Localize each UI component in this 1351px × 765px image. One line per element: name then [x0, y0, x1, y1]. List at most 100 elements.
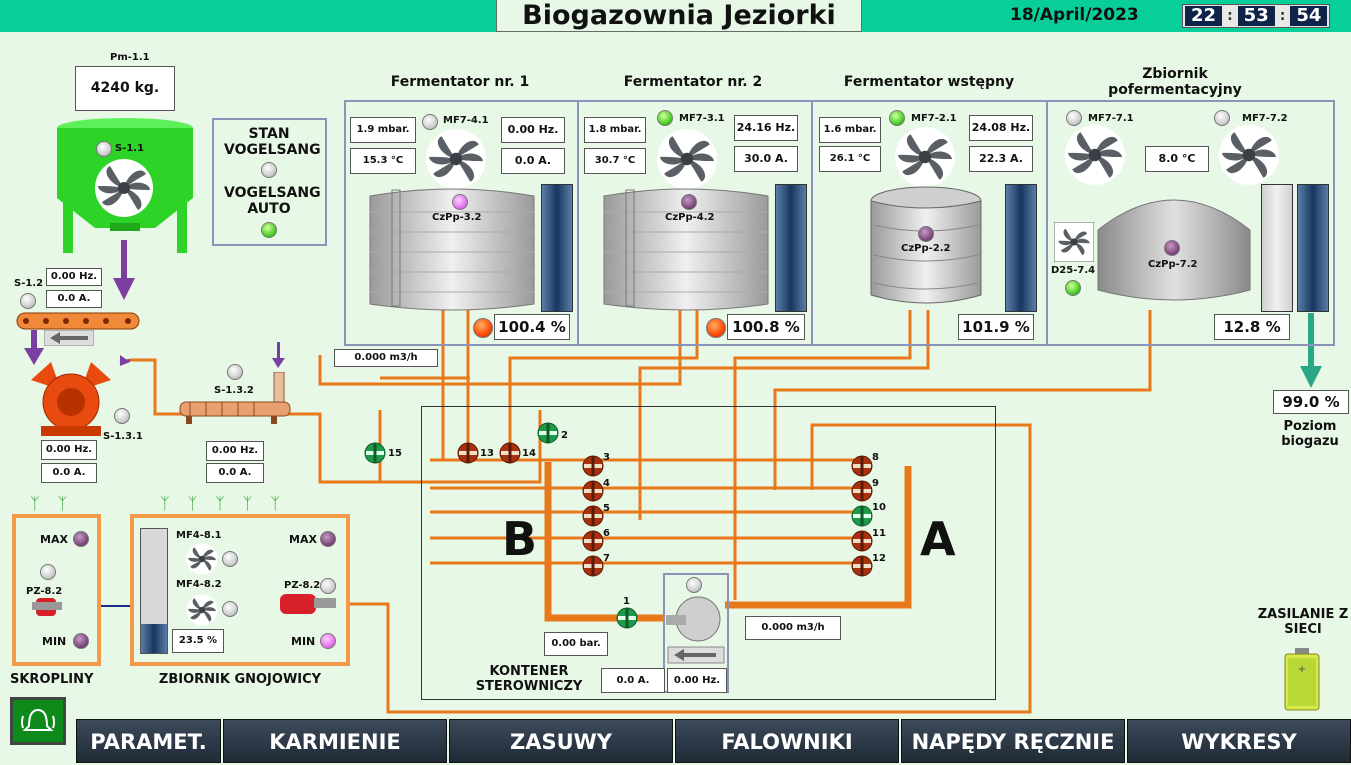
f3-fan-label: MF7-2.1 [911, 113, 957, 124]
fermenter1-title: Fermentator nr. 1 [390, 74, 530, 90]
f2-fan-icon[interactable] [656, 128, 718, 190]
valve-1-label: 1 [623, 596, 630, 607]
valve-15[interactable] [364, 442, 386, 464]
post-tank-panel [1046, 100, 1335, 346]
skropliny-pump-icon[interactable] [32, 596, 64, 618]
gnojowica-fan2-icon[interactable] [186, 594, 218, 626]
alarm-button[interactable] [10, 697, 66, 745]
f2-fan-led [657, 110, 673, 126]
d25-fan-icon[interactable] [1054, 222, 1094, 262]
skropliny-min-led [73, 633, 89, 649]
f3-hz: 24.08 Hz. [969, 115, 1033, 141]
nav-napedy-button[interactable]: NAPĘDY RĘCZNIE [901, 719, 1125, 763]
f2-level: 100.8 % [727, 314, 805, 340]
valve-4-label: 4 [603, 478, 610, 489]
s131-hz: 0.00 Hz. [41, 440, 97, 460]
f3-fan-led [889, 110, 905, 126]
s132-label: S-1.3.2 [214, 385, 254, 396]
post-fan1-icon[interactable] [1064, 124, 1126, 186]
f1-tank-icon [369, 188, 535, 311]
conveyor-icon[interactable] [16, 310, 140, 332]
skropliny-pump-label: PZ-8.2 [26, 586, 63, 597]
f1-pump-label: CzPp-3.2 [432, 212, 482, 223]
post-fan2-icon[interactable] [1218, 124, 1280, 186]
nav-wykresy-button[interactable]: WYKRESY [1127, 719, 1351, 763]
vogelsang-stan-label: STAN VOGELSANG [224, 126, 321, 158]
nav-falowniki-button[interactable]: FALOWNIKI [675, 719, 899, 763]
nav-zasuwy-button[interactable]: ZASUWY [449, 719, 673, 763]
skropliny-title: SKROPLINY [10, 672, 94, 687]
valve-7[interactable] [582, 555, 604, 577]
valve-13[interactable] [457, 442, 479, 464]
side-b-label: B [502, 512, 538, 566]
f1-fan-label: MF7-4.1 [443, 115, 489, 126]
valve-12[interactable] [851, 555, 873, 577]
f1-fan-icon[interactable] [425, 128, 487, 190]
fan-icon[interactable] [94, 158, 154, 218]
f2-pressure: 1.8 mbar. [584, 117, 646, 143]
post-pump-led [1164, 240, 1180, 256]
f3-pump-label: CzPp-2.2 [901, 243, 951, 254]
s132-led [227, 364, 243, 380]
silo-status-led [96, 141, 112, 157]
s131-led [114, 408, 130, 424]
clock-seconds: 54 [1290, 6, 1328, 26]
main-pump-amps: 0.0 A. [601, 668, 665, 693]
vogelsang-stan-led [261, 162, 277, 178]
valve-3-label: 3 [603, 452, 610, 463]
f2-tank-icon [603, 188, 769, 311]
gnojowica-max-led [320, 531, 336, 547]
f3-temperature: 26.1 °C [819, 146, 881, 172]
main-pump-led [686, 577, 702, 593]
gnojowica-pump-icon[interactable] [278, 592, 340, 616]
f1-hz: 0.00 Hz. [501, 117, 565, 143]
gnojowica-fan2-led [222, 601, 238, 617]
gnojowica-fan1-icon[interactable] [186, 543, 218, 575]
post-fan2-label: MF7-7.2 [1242, 113, 1288, 124]
post-aux-bar [1261, 184, 1293, 312]
valve-3[interactable] [582, 455, 604, 477]
main-pump-icon[interactable] [666, 595, 726, 667]
flow-display: 0.000 m3/h [745, 616, 841, 640]
date-display: 18/April/2023 [1010, 5, 1139, 25]
valve-2[interactable] [537, 422, 559, 444]
valve-12-label: 12 [872, 553, 886, 564]
valve-6[interactable] [582, 530, 604, 552]
valve-14[interactable] [499, 442, 521, 464]
valve-9[interactable] [851, 480, 873, 502]
f1-amps: 0.0 A. [501, 148, 565, 174]
nav-paramet-button[interactable]: PARAMET. [76, 719, 221, 763]
s131-a: 0.0 A. [41, 463, 97, 483]
valve-panel [421, 406, 996, 700]
f1-alarm-led [473, 318, 493, 338]
pump-icon[interactable] [26, 360, 116, 438]
f2-amps: 30.0 A. [734, 146, 798, 172]
valve-5[interactable] [582, 505, 604, 527]
f3-pump-led [918, 226, 934, 242]
vogelsang-panel [212, 118, 327, 246]
page-title: Biogazownia Jeziorki [496, 0, 862, 32]
clock: 22 : 53 : 54 [1182, 4, 1331, 28]
post-fan1-led [1066, 110, 1082, 126]
f3-pressure: 1.6 mbar. [819, 117, 881, 143]
valve-10[interactable] [851, 505, 873, 527]
valve-4[interactable] [582, 480, 604, 502]
d25-label: D25-7.4 [1051, 265, 1096, 276]
f3-fan-icon[interactable] [894, 126, 956, 188]
valve-11-label: 11 [872, 528, 886, 539]
skropliny-min-label: MIN [42, 635, 67, 648]
valve-1[interactable] [616, 607, 638, 629]
gnojowica-fan2-label: MF4-8.2 [176, 579, 222, 590]
valve-2-label: 2 [561, 430, 568, 441]
valve-8[interactable] [851, 455, 873, 477]
clock-minutes: 53 [1237, 6, 1275, 26]
nav-karmienie-button[interactable]: KARMIENIE [223, 719, 447, 763]
screw-conveyor-icon[interactable] [176, 372, 294, 424]
valve-14-label: 14 [522, 448, 536, 459]
s12-label: S-1.2 [14, 278, 44, 289]
f3-level: 101.9 % [958, 314, 1034, 340]
post-pump-label: CzPp-7.2 [1148, 259, 1198, 270]
f1-fan-led [422, 114, 438, 130]
valve-11[interactable] [851, 530, 873, 552]
